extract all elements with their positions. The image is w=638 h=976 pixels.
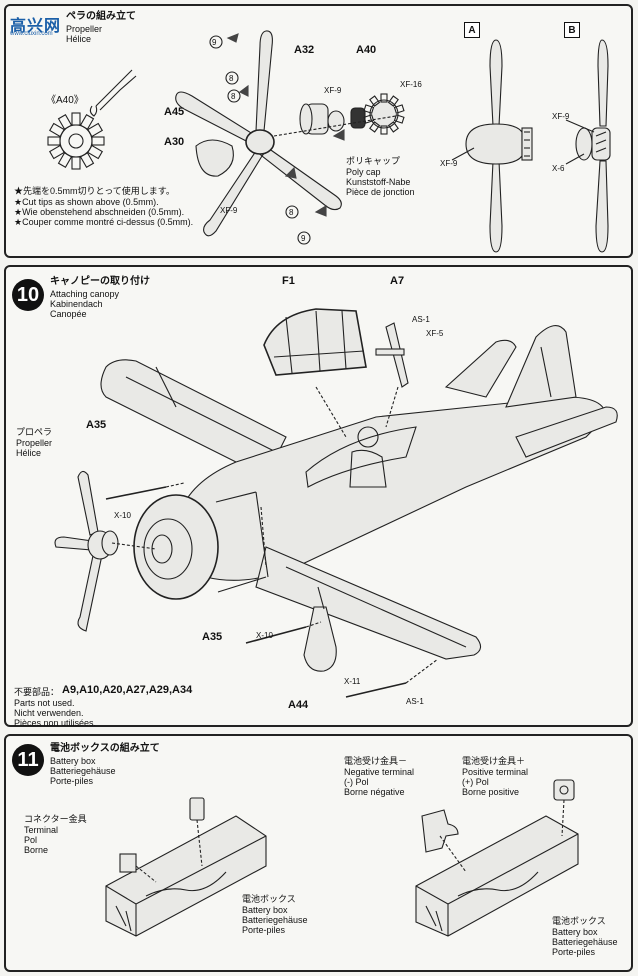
paint-x11: X-11 bbox=[344, 677, 361, 686]
step-10-panel: 10 キャノピーの取り付け Attaching canopy Kabinenda… bbox=[4, 265, 633, 728]
step-11-title-de: Batteriegehäuse bbox=[50, 766, 116, 776]
step-9-title-jp: ペラの組み立て bbox=[66, 11, 136, 22]
step-9-note-de: ★Wie obenstehend abschneiden (0.5mm). bbox=[14, 207, 185, 217]
paint-as1-canopy: AS-1 bbox=[412, 315, 430, 324]
step-10-title-de: Kabinendach bbox=[50, 299, 103, 309]
terminal-jp: コネクター金具 bbox=[24, 814, 87, 824]
view-b-label: B bbox=[564, 22, 580, 38]
paint-xf9-collar: XF-9 bbox=[324, 86, 342, 95]
terminal-en: Terminal bbox=[24, 825, 59, 835]
battery-box-right-diagram bbox=[415, 779, 579, 937]
polycap-fr: Pièce de jonction bbox=[346, 187, 415, 197]
step-9-note-fr: ★Couper comme montré ci-dessus (0.5mm). bbox=[14, 217, 194, 227]
box-right-fr: Porte-piles bbox=[552, 947, 596, 957]
polycap-jp: ポリキャップ bbox=[346, 156, 401, 166]
circled-9-top: 9 bbox=[212, 38, 217, 47]
terminal-fr: Borne bbox=[24, 845, 49, 855]
step-10-title-fr: Canopée bbox=[50, 309, 87, 319]
step-11-title-en: Battery box bbox=[50, 756, 96, 766]
callout-a7: A7 bbox=[390, 275, 405, 287]
box-left-jp: 電池ボックス bbox=[242, 894, 296, 904]
view-b-propeller bbox=[565, 39, 611, 253]
callout-a44: A44 bbox=[288, 699, 309, 711]
view-b-paint-xf9: XF-9 bbox=[552, 112, 570, 121]
propeller-exploded-diagram bbox=[175, 30, 405, 245]
box-right-jp: 電池ボックス bbox=[552, 916, 606, 926]
unused-fr: Pièces non utilisées. bbox=[14, 718, 97, 728]
paint-xf9-blade: XF-9 bbox=[220, 206, 238, 215]
box-left-de: Batteriegehäuse bbox=[242, 915, 308, 925]
neg-terminal-fr: Borne négative bbox=[344, 787, 405, 797]
paint-x10-bottom: X-10 bbox=[256, 631, 273, 640]
watermark-url: www.ciuxin.com bbox=[10, 31, 53, 37]
a40-gear-diagram bbox=[47, 69, 137, 170]
unused-de: Nicht verwenden. bbox=[14, 708, 84, 718]
step-11-number: 11 bbox=[12, 744, 44, 776]
part-a40-label: 《A40》 bbox=[46, 95, 84, 106]
terminal-de: Pol bbox=[24, 835, 38, 845]
box-right-de: Batteriegehäuse bbox=[552, 937, 618, 947]
paint-as1-pitot: AS-1 bbox=[406, 697, 424, 706]
step-11-panel: 11 電池ボックスの組み立て Battery box Batteriegehäu… bbox=[4, 734, 633, 972]
paint-x10-top: X-10 bbox=[114, 511, 131, 520]
callout-f1: F1 bbox=[282, 275, 295, 287]
unused-jp: 不要部品： bbox=[14, 687, 60, 697]
unused-en: Parts not used. bbox=[14, 698, 75, 708]
paint-xf16: XF-16 bbox=[400, 80, 422, 89]
circled-8-top-a: 8 bbox=[229, 74, 234, 83]
neg-terminal-de: (-) Pol bbox=[344, 777, 369, 787]
unused-parts-list: A9,A10,A20,A27,A29,A34 bbox=[62, 684, 193, 696]
paint-xf5: XF-5 bbox=[426, 329, 444, 338]
box-left-en: Battery box bbox=[242, 905, 288, 915]
prop-label-jp: プロペラ bbox=[16, 427, 53, 437]
step-10-title-jp: キャノピーの取り付け bbox=[50, 276, 150, 287]
box-left-fr: Porte-piles bbox=[242, 925, 286, 935]
box-right-en: Battery box bbox=[552, 927, 598, 937]
callout-a35-bottom: A35 bbox=[202, 631, 223, 643]
step-10-number: 10 bbox=[12, 279, 44, 311]
circled-8-bottom: 8 bbox=[289, 208, 294, 217]
view-a-propeller bbox=[451, 39, 533, 253]
aircraft-canopy-diagram bbox=[54, 308, 618, 698]
neg-terminal-en: Negative terminal bbox=[344, 767, 415, 777]
neg-terminal-jp: 電池受け金具－ bbox=[344, 756, 408, 766]
watermark-logo: 高兴网 bbox=[10, 18, 62, 35]
pos-terminal-en: Positive terminal bbox=[462, 767, 529, 777]
prop-label-en: Propeller bbox=[16, 438, 53, 448]
prop-label-fr: Hélice bbox=[16, 448, 42, 458]
callout-a32: A32 bbox=[294, 44, 315, 56]
polycap-en: Poly cap bbox=[346, 167, 381, 177]
step-9-title-en: Propeller bbox=[66, 24, 103, 34]
callout-a35-top: A35 bbox=[86, 419, 107, 431]
step-10-title-en: Attaching canopy bbox=[50, 289, 120, 299]
view-a-paint-xf9: XF-9 bbox=[440, 159, 458, 168]
pos-terminal-fr: Borne positive bbox=[462, 787, 520, 797]
polycap-de: Kunststoff-Nabe bbox=[346, 177, 411, 187]
circled-9-bottom: 9 bbox=[301, 234, 306, 243]
step-9-note-en: ★Cut tips as shown above (0.5mm). bbox=[14, 197, 159, 207]
view-b-paint-x6: X-6 bbox=[552, 164, 565, 173]
pos-terminal-jp: 電池受け金具＋ bbox=[462, 756, 526, 766]
callout-a40: A40 bbox=[356, 44, 377, 56]
view-a-label: A bbox=[464, 22, 480, 38]
pos-terminal-de: (+) Pol bbox=[462, 777, 489, 787]
callout-a45: A45 bbox=[164, 106, 185, 118]
step-9-note-jp: ★先端を0.5mm切りとって使用します。 bbox=[14, 186, 175, 196]
step-11-title-fr: Porte-piles bbox=[50, 776, 94, 786]
battery-box-left-diagram bbox=[105, 797, 267, 937]
step-9-panel: 高兴网 www.ciuxin.com ペラの組み立て Propeller Hél… bbox=[4, 4, 633, 258]
circled-8-top-b: 8 bbox=[231, 92, 236, 101]
step-11-title-jp: 電池ボックスの組み立て bbox=[50, 743, 160, 754]
callout-a30: A30 bbox=[164, 136, 185, 148]
step-9-title-fr: Hélice bbox=[66, 34, 92, 44]
